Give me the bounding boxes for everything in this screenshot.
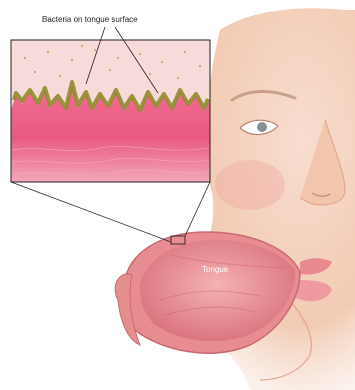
- leader-line-right: [185, 182, 210, 236]
- tongue-label: Tongue: [202, 265, 229, 274]
- leader-line-left: [11, 182, 171, 242]
- iris: [257, 122, 267, 132]
- callout-label: Bacteria on tongue surface: [42, 15, 138, 24]
- callout-leaders: [11, 182, 210, 242]
- magnified-callout: [11, 40, 210, 182]
- cheek-blush: [215, 160, 285, 210]
